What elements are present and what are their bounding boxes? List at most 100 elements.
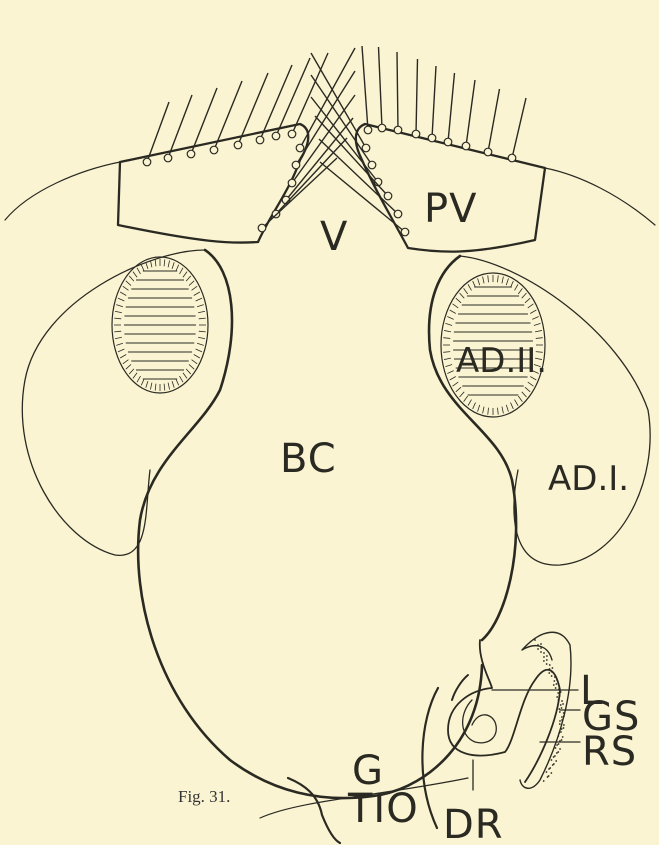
stipple-dot [559,695,561,697]
stipple-dot [559,748,561,750]
fringe-tick [197,305,204,307]
stipple-dot [537,648,539,650]
seta-socket [462,142,470,150]
seta-line [416,59,418,134]
seta-socket [428,134,436,142]
fringe-tick [133,272,137,278]
fringe-tick [146,381,148,388]
stipple-dot [560,704,562,706]
stipple-dot [550,772,552,774]
fringe-tick [194,292,200,296]
fringe-tick [199,331,206,332]
stipple-dot [540,643,542,645]
stipple-dot [549,767,551,769]
stipple-dot [563,724,565,726]
fringe-tick [522,293,527,298]
fringe-tick [199,318,206,319]
fringe-tick [453,382,459,386]
fringe-tick [468,400,472,406]
fringe-tick [141,379,144,385]
stipple-dot [537,644,539,646]
stipple-dot [558,732,560,734]
stipple-dot [558,743,560,745]
tio-left-stroke [288,778,340,843]
seta-socket [401,228,409,236]
fringe-tick [180,268,184,274]
fringe-tick [164,259,165,266]
stipple-dot [546,663,548,665]
seta-socket [362,144,370,152]
seta-line [311,75,372,165]
fringe-tick [502,407,503,414]
fringe-tick [497,275,498,282]
fringe-tick [518,396,522,402]
seta-socket [210,146,218,154]
fringe-tick [183,373,187,379]
seta-line [379,47,383,128]
fringe-tick [450,377,456,381]
fringe-tick [172,262,174,269]
fringe-tick [129,276,134,281]
fringe-tick [464,396,468,402]
fringe-tick [515,400,519,406]
fringe-tick [180,376,184,382]
fringe-tick [155,259,156,266]
stipple-dot [563,712,565,714]
stipple-dot [543,780,545,782]
seta-line [512,98,526,158]
fringe-tick [443,338,450,339]
fringe-tick [183,272,187,278]
seta-socket [288,130,296,138]
fringe-tick [194,355,200,359]
stipple-dot [559,720,561,722]
fringe-tick [116,343,123,345]
fringe-tick [150,383,151,390]
fringe-tick [126,281,131,286]
stipple-dot [555,747,557,749]
label-dr: DR [443,802,504,845]
fringe-tick [532,317,538,320]
fringe-tick [114,318,121,319]
stipple-dot [561,700,563,702]
seta-socket [272,132,280,140]
fringe-tick [114,331,121,332]
fringe-tick [445,364,452,366]
fringe-tick [488,275,489,282]
fringe-tick [192,360,198,364]
fringe-tick [473,281,476,287]
seta-socket [288,179,296,187]
seta-socket [368,161,376,169]
seta-socket [187,150,195,158]
stipple-dot [560,731,562,733]
seta-line [397,52,398,130]
fringe-tick [534,323,541,325]
fringe-tick [137,376,141,382]
stipple-dot [543,660,545,662]
fringe-tick [146,262,148,269]
fringe-tick [118,298,124,301]
fringe-tick [168,383,169,390]
stipple-dot [557,692,559,694]
fringe-tick [510,403,513,409]
stipple-dot [554,755,556,757]
fringe-tick [488,408,489,415]
fringe-tick [126,364,131,369]
stipple-dot [561,728,563,730]
stipple-dot [562,736,564,738]
fringe-tick [189,281,194,286]
fringe-tick [192,286,198,290]
fringe-tick [176,379,179,385]
fringe-tick [444,330,451,331]
fringe-tick [115,311,122,312]
fringe-tick [196,349,202,352]
fringe-tick [189,364,194,369]
seta-socket [484,148,492,156]
stipple-dot [553,680,555,682]
stipple-dot [561,739,563,741]
tio-right-stroke [422,688,438,828]
stipple-dot [546,659,548,661]
fringe-tick [456,298,461,303]
seta-socket [384,192,392,200]
stipple-dot [549,664,551,666]
label-v: V [320,214,348,260]
